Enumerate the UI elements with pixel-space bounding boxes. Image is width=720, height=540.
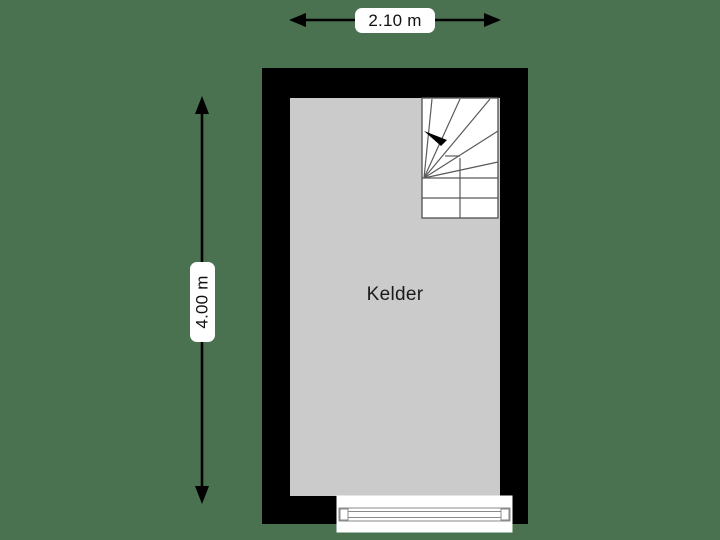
arrowhead-right-icon	[484, 13, 501, 27]
window-frame	[336, 495, 513, 533]
dimension-label-vertical: 4.00 m	[190, 262, 215, 342]
stair-winder-line-2	[423, 130, 499, 179]
arrowhead-left-icon	[289, 13, 306, 27]
window-south	[336, 495, 513, 533]
stair-winder-line-3	[423, 98, 491, 179]
room-label-kelder: Kelder	[366, 284, 424, 305]
dimension-label-vertical-text: 4.00 m	[192, 275, 212, 329]
stair-winder-line-1	[423, 161, 499, 179]
arrowhead-down-icon	[195, 486, 209, 504]
window-sash	[338, 507, 511, 522]
arrowhead-up-icon	[195, 96, 209, 114]
window-jamb-left	[339, 508, 349, 521]
dimension-label-horizontal: 2.10 m	[355, 8, 435, 33]
stair-winder-line-5	[423, 98, 433, 179]
stair-direction-arrow-icon	[424, 131, 447, 146]
window-jamb-right	[500, 508, 510, 521]
winder-staircase	[421, 97, 499, 219]
